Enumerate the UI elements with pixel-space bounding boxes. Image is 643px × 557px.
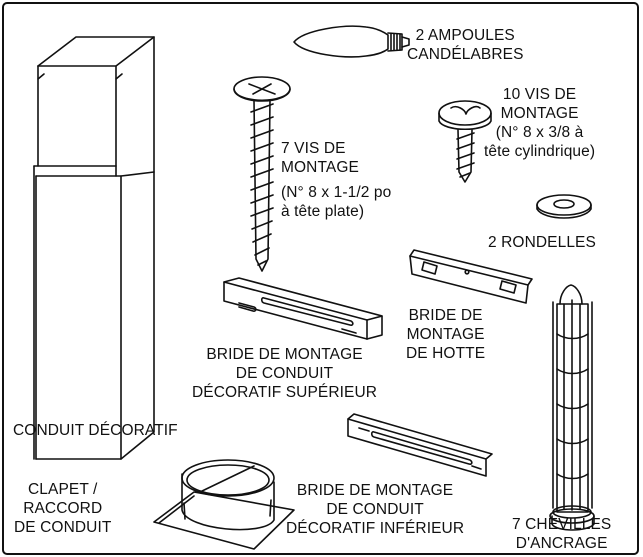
upper-bracket-label: BRIDE DE MONTAGE DE CONDUIT DÉCORATIF SU… — [192, 345, 377, 402]
hood-bracket-label-line-2: MONTAGE — [406, 326, 485, 343]
flat-screws-label-line-4: à tête plate) — [281, 203, 365, 220]
upper-bracket-label-line-1: BRIDE DE MONTAGE — [206, 346, 363, 363]
upper-bracket-label-line-3: DÉCORATIF SUPÉRIEUR — [192, 384, 378, 401]
anchors-label: 7 CHEVILLES D'ANCRAGE — [512, 515, 611, 553]
bulbs-label-line-2: CANDÉLABRES — [407, 46, 524, 63]
upper-bracket-icon — [224, 278, 382, 339]
washers-label: 2 RONDELLES — [488, 234, 596, 251]
flat-head-screw-icon — [234, 77, 290, 271]
bulbs-label-line-1: 2 AMPOULES — [415, 27, 515, 44]
upper-bracket-label-line-2: DE CONDUIT — [235, 365, 334, 382]
lower-bracket-label: BRIDE DE MONTAGE DE CONDUIT DÉCORATIF IN… — [286, 481, 464, 538]
damper-icon — [154, 460, 294, 549]
hood-bracket-label-line-3: DE HOTTE — [406, 345, 486, 362]
flat-screws-label-line-3: (N° 8 x 1-1/2 po — [281, 184, 392, 201]
cylinder-screws-label-line-3: (N° 8 x 3/8 à — [495, 124, 584, 141]
lower-bracket-icon — [348, 414, 492, 476]
lower-bracket-label-line-3: DÉCORATIF INFÉRIEUR — [286, 520, 465, 537]
hood-bracket-label-line-1: BRIDE DE — [408, 307, 483, 324]
cylinder-screws-label-line-4: tête cylindrique) — [484, 143, 596, 160]
washer-icon — [537, 195, 591, 218]
duct-label: CONDUIT DÉCORATIF — [13, 422, 178, 439]
damper-label-line-2: RACCORD — [23, 500, 103, 517]
anchor-icon — [550, 285, 594, 530]
flat-screws-label-line-1: 7 VIS DE — [281, 140, 346, 157]
cylinder-head-screw-icon — [439, 101, 491, 182]
lower-bracket-label-line-1: BRIDE DE MONTAGE — [296, 482, 454, 499]
anchors-label-line-2: D'ANCRAGE — [515, 535, 608, 552]
damper-label: CLAPET / RACCORD DE CONDUIT — [14, 480, 111, 537]
flat-screws-label-line-2: MONTAGE — [281, 159, 359, 176]
bulbs-label: 2 AMPOULES CANDÉLABRES — [407, 26, 524, 64]
damper-label-line-3: DE CONDUIT — [14, 519, 112, 536]
decorative-duct-icon — [34, 37, 154, 459]
anchors-label-line-1: 7 CHEVILLES — [512, 516, 612, 533]
lower-bracket-label-line-2: DE CONDUIT — [326, 501, 424, 518]
flat-screws-label: 7 VIS DE MONTAGE (N° 8 x 1-1/2 po à tête… — [281, 139, 391, 221]
hood-bracket-icon — [410, 250, 532, 303]
cylinder-screws-label-line-1: 10 VIS DE — [502, 86, 577, 103]
parts-drawing — [4, 4, 637, 553]
damper-label-line-1: CLAPET / — [28, 481, 98, 498]
cylinder-screws-label: 10 VIS DE MONTAGE (N° 8 x 3/8 à tête cyl… — [484, 85, 595, 161]
candelabra-bulb-icon — [294, 26, 409, 57]
cylinder-screws-label-line-2: MONTAGE — [500, 105, 579, 122]
hood-bracket-label: BRIDE DE MONTAGE DE HOTTE — [406, 306, 485, 363]
